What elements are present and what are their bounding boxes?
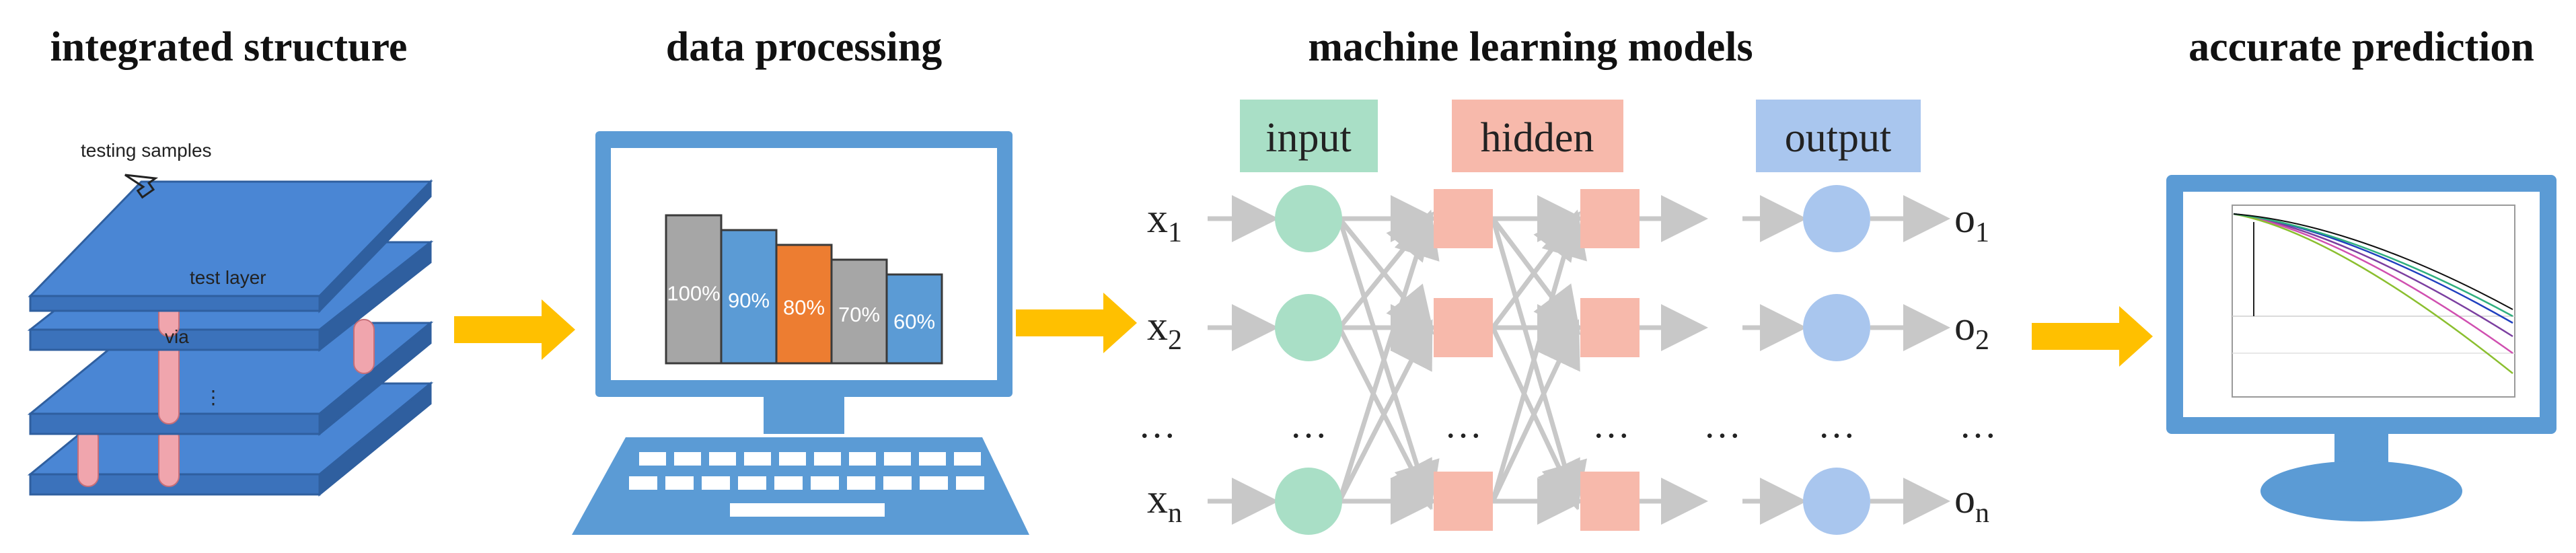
keyboard-key: [883, 476, 912, 490]
title-machine-learning-models: machine learning models: [1308, 24, 1753, 70]
hidden-node-layer-1: [1434, 189, 1493, 248]
network-connection: [1490, 319, 1580, 503]
via-label: via: [165, 326, 189, 347]
hidden-node-layer-2: [1580, 472, 1640, 531]
keyboard-key: [774, 476, 803, 490]
via-pillar: [353, 319, 375, 374]
laptop-keys: [629, 452, 984, 517]
output-node: [1803, 294, 1870, 361]
title-integrated-structure: integrated structure: [50, 24, 408, 70]
processing-bar-label: 100%: [667, 281, 720, 305]
layer-1-test-layer: [28, 179, 433, 314]
keyboard-key: [847, 476, 875, 490]
hidden-header-label: hidden: [1481, 115, 1594, 161]
output-o2: o2: [1954, 303, 1989, 356]
laptop-illustration: 100% 90% 80% 70% 60%: [572, 131, 1029, 535]
input-node: [1275, 294, 1342, 361]
flow-arrow-1: [454, 299, 575, 360]
hidden-node-layer-1: [1434, 472, 1493, 531]
hidden-node-layer-1: [1434, 298, 1493, 357]
processing-bar: [720, 229, 778, 365]
keyboard-key: [744, 452, 771, 466]
network-connections: [1208, 195, 1950, 525]
output-header-label: output: [1785, 115, 1891, 161]
keyboard-key: [639, 452, 666, 466]
processing-bar: [885, 273, 943, 365]
flow-arrow-3: [2032, 306, 2153, 367]
via-pillar: [158, 427, 180, 487]
output-header-box: [1756, 100, 1921, 172]
output-on: on: [1954, 476, 1989, 529]
testing-samples-label: testing samples: [81, 140, 212, 161]
keyboard-key: [920, 476, 948, 490]
via-vertical-dots: ⋮: [204, 387, 223, 408]
keyboard-key: [849, 452, 876, 466]
processing-bar: [665, 214, 723, 365]
title-data-processing: data processing: [666, 24, 943, 70]
ellipsis-input-nodes: …: [1290, 404, 1327, 446]
keyboard-key: [629, 476, 657, 490]
test-layer-label: test layer: [190, 267, 266, 288]
flow-arrow-2: [1016, 293, 1137, 353]
processing-bar: [775, 244, 833, 365]
network-nodes: [1275, 185, 1870, 535]
pointer-arrow-icon: [124, 174, 159, 199]
laptop-hinge: [764, 397, 844, 434]
processing-bar-label: 70%: [838, 303, 880, 326]
output-node: [1803, 185, 1870, 252]
title-accurate-prediction: accurate prediction: [2188, 24, 2534, 70]
network-connection: [1490, 209, 1587, 502]
ellipsis-output-nodes: …: [1818, 404, 1855, 446]
network-connection: [1337, 319, 1433, 503]
input-x1: x1: [1147, 196, 1182, 248]
keyboard-key: [919, 452, 946, 466]
keyboard-key: [779, 452, 806, 466]
via-pillar: [77, 427, 99, 487]
keyboard-key: [665, 476, 694, 490]
processing-bar-label: 80%: [783, 296, 825, 320]
keyboard-key: [884, 452, 911, 466]
ellipsis-inputs: …: [1138, 404, 1176, 446]
output-o1: o1: [1954, 196, 1989, 248]
keyboard-key: [738, 476, 766, 490]
keyboard-key: [709, 452, 736, 466]
ellipsis-outputs: …: [1959, 404, 1997, 446]
input-header-label: input: [1265, 115, 1351, 161]
input-x2: x2: [1147, 303, 1182, 356]
integrated-structure: ⋮ via test layer testing samples: [27, 140, 434, 497]
keyboard-key: [954, 452, 981, 466]
output-node: [1803, 468, 1870, 535]
keyboard-key: [814, 452, 841, 466]
ellipsis-layers: …: [1703, 404, 1741, 446]
input-xn: xn: [1147, 476, 1182, 529]
monitor-screen: [2183, 192, 2540, 417]
hidden-node-layer-2: [1580, 298, 1640, 357]
monitor-stand: [2260, 461, 2462, 521]
keyboard-spacebar: [730, 503, 885, 517]
processing-bar-label: 60%: [893, 310, 935, 334]
input-node: [1275, 468, 1342, 535]
keyboard-key: [811, 476, 839, 490]
input-header-box: [1240, 100, 1378, 172]
ellipsis-hidden-1: …: [1444, 404, 1482, 446]
hidden-node-layer-2: [1580, 189, 1640, 248]
network-connection: [1337, 209, 1440, 503]
input-node: [1275, 185, 1342, 252]
keyboard-key: [956, 476, 984, 490]
ellipsis-hidden-2: …: [1592, 404, 1630, 446]
keyboard-key: [702, 476, 730, 490]
hidden-header-box: [1452, 100, 1623, 172]
keyboard-key: [674, 452, 701, 466]
processing-bar-chart: 100% 90% 80% 70% 60%: [665, 214, 943, 365]
processing-bar-label: 90%: [728, 289, 770, 312]
prediction-mini-plot: [2232, 205, 2515, 398]
neural-network: input hidden output x1 x2 xn o1 o2 on … …: [1138, 100, 1997, 535]
monitor-illustration: [2166, 175, 2556, 521]
